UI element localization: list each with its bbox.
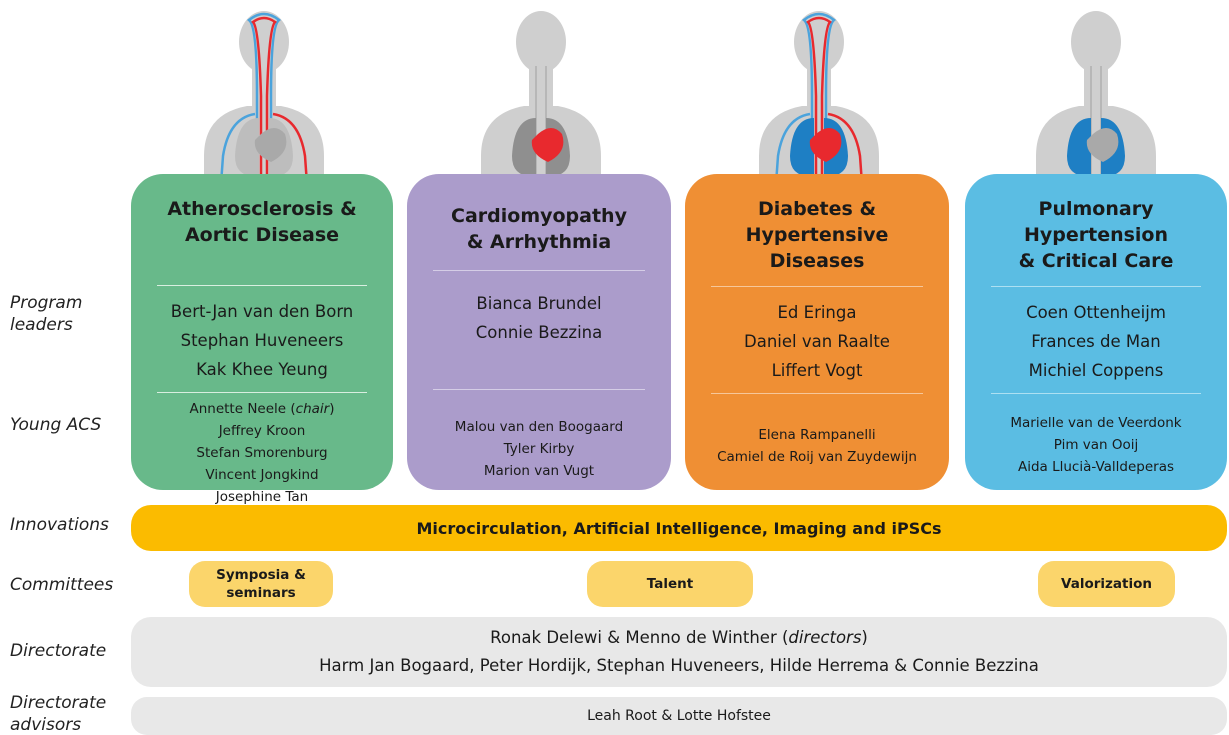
label-committees: Committees	[10, 574, 113, 596]
leader-name: Bianca Brundel	[407, 289, 671, 318]
label-program-leaders: Program leaders	[10, 292, 82, 336]
program-card-pulmonary: Pulmonary Hypertension & Critical Care C…	[965, 174, 1227, 490]
divider	[433, 389, 645, 390]
label-young-acs: Young ACS	[10, 414, 101, 436]
young-acs-list: Elena Rampanelli Camiel de Roij van Zuyd…	[685, 424, 949, 468]
divider	[991, 286, 1201, 287]
committee-valorization: Valorization	[1038, 561, 1175, 607]
leader-name: Michiel Coppens	[965, 356, 1227, 385]
program-leaders: Bert-Jan van den Born Stephan Huveneers …	[131, 297, 393, 384]
body-figure-icon-vessels	[189, 6, 339, 184]
divider	[157, 392, 367, 393]
committee-label: Symposia & seminars	[216, 566, 306, 602]
body-figure-icon-lungs	[1021, 6, 1171, 184]
young-acs-name: Camiel de Roij van Zuydewijn	[685, 446, 949, 468]
body-figure-icon-heart	[466, 6, 616, 184]
leader-name: Connie Bezzina	[407, 318, 671, 347]
program-leaders: Ed Eringa Daniel van Raalte Liffert Vogt	[685, 298, 949, 385]
leader-name: Ed Eringa	[685, 298, 949, 327]
leader-name: Frances de Man	[965, 327, 1227, 356]
leader-name: Daniel van Raalte	[685, 327, 949, 356]
divider	[991, 393, 1201, 394]
program-card-diabetes: Diabetes & Hypertensive Diseases Ed Erin…	[685, 174, 949, 490]
young-acs-name: Stefan Smorenburg	[131, 442, 393, 464]
directorate-bar: Ronak Delewi & Menno de Winther (directo…	[131, 617, 1227, 687]
young-acs-name: Elena Rampanelli	[685, 424, 949, 446]
leader-name: Stephan Huveneers	[131, 326, 393, 355]
head-shape	[1071, 11, 1121, 73]
head-shape	[239, 11, 289, 73]
program-title: Diabetes & Hypertensive Diseases	[685, 196, 949, 274]
leader-name: Liffert Vogt	[685, 356, 949, 385]
young-acs-name: Pim van Ooij	[965, 434, 1227, 456]
young-acs-name: Malou van den Boogaard	[407, 416, 671, 438]
directorate-advisors-bar: Leah Root & Lotte Hofstee	[131, 697, 1227, 735]
divider	[157, 285, 367, 286]
committee-talent: Talent	[587, 561, 753, 607]
body-figure-icon-all	[744, 6, 894, 184]
leader-name: Coen Ottenheijm	[965, 298, 1227, 327]
young-acs-list: Annette Neele (chair) Jeffrey Kroon Stef…	[131, 398, 393, 508]
young-acs-name: Annette Neele (chair)	[131, 398, 393, 420]
head-shape	[794, 11, 844, 73]
label-directorate-advisors: Directorate advisors	[10, 692, 106, 735]
innovations-text: Microcirculation, Artificial Intelligenc…	[417, 519, 942, 538]
program-leaders: Coen Ottenheijm Frances de Man Michiel C…	[965, 298, 1227, 385]
committee-symposia: Symposia & seminars	[189, 561, 333, 607]
directorate-members: Harm Jan Bogaard, Peter Hordijk, Stephan…	[319, 652, 1039, 680]
program-card-atherosclerosis: Atherosclerosis & Aortic Disease Bert-Ja…	[131, 174, 393, 490]
label-directorate: Directorate	[10, 640, 106, 662]
leader-name: Kak Khee Yeung	[131, 355, 393, 384]
program-leaders: Bianca Brundel Connie Bezzina	[407, 289, 671, 347]
young-acs-list: Marielle van de Veerdonk Pim van Ooij Ai…	[965, 412, 1227, 478]
neck-shape	[529, 68, 553, 110]
young-acs-name: Tyler Kirby	[407, 438, 671, 460]
divider	[711, 286, 923, 287]
program-title: Cardiomyopathy & Arrhythmia	[407, 196, 671, 252]
young-acs-name: Marion van Vugt	[407, 460, 671, 482]
leader-name: Bert-Jan van den Born	[131, 297, 393, 326]
directorate-advisors-text: Leah Root & Lotte Hofstee	[587, 708, 771, 724]
young-acs-name: Jeffrey Kroon	[131, 420, 393, 442]
program-title: Pulmonary Hypertension & Critical Care	[965, 196, 1227, 274]
committee-label: Talent	[647, 575, 693, 593]
neck-shape	[1084, 68, 1108, 110]
divider	[711, 393, 923, 394]
program-card-cardiomyopathy: Cardiomyopathy & Arrhythmia Bianca Brund…	[407, 174, 671, 490]
directorate-directors: Ronak Delewi & Menno de Winther (directo…	[490, 624, 868, 652]
young-acs-name: Aida Llucià-Valldeperas	[965, 456, 1227, 478]
head-shape	[516, 11, 566, 73]
young-acs-name: Vincent Jongkind	[131, 464, 393, 486]
young-acs-name: Marielle van de Veerdonk	[965, 412, 1227, 434]
innovations-bar: Microcirculation, Artificial Intelligenc…	[131, 505, 1227, 551]
label-innovations: Innovations	[10, 514, 109, 536]
committee-label: Valorization	[1061, 575, 1152, 593]
young-acs-list: Malou van den Boogaard Tyler Kirby Mario…	[407, 416, 671, 482]
program-title: Atherosclerosis & Aortic Disease	[131, 196, 393, 262]
divider	[433, 270, 645, 271]
